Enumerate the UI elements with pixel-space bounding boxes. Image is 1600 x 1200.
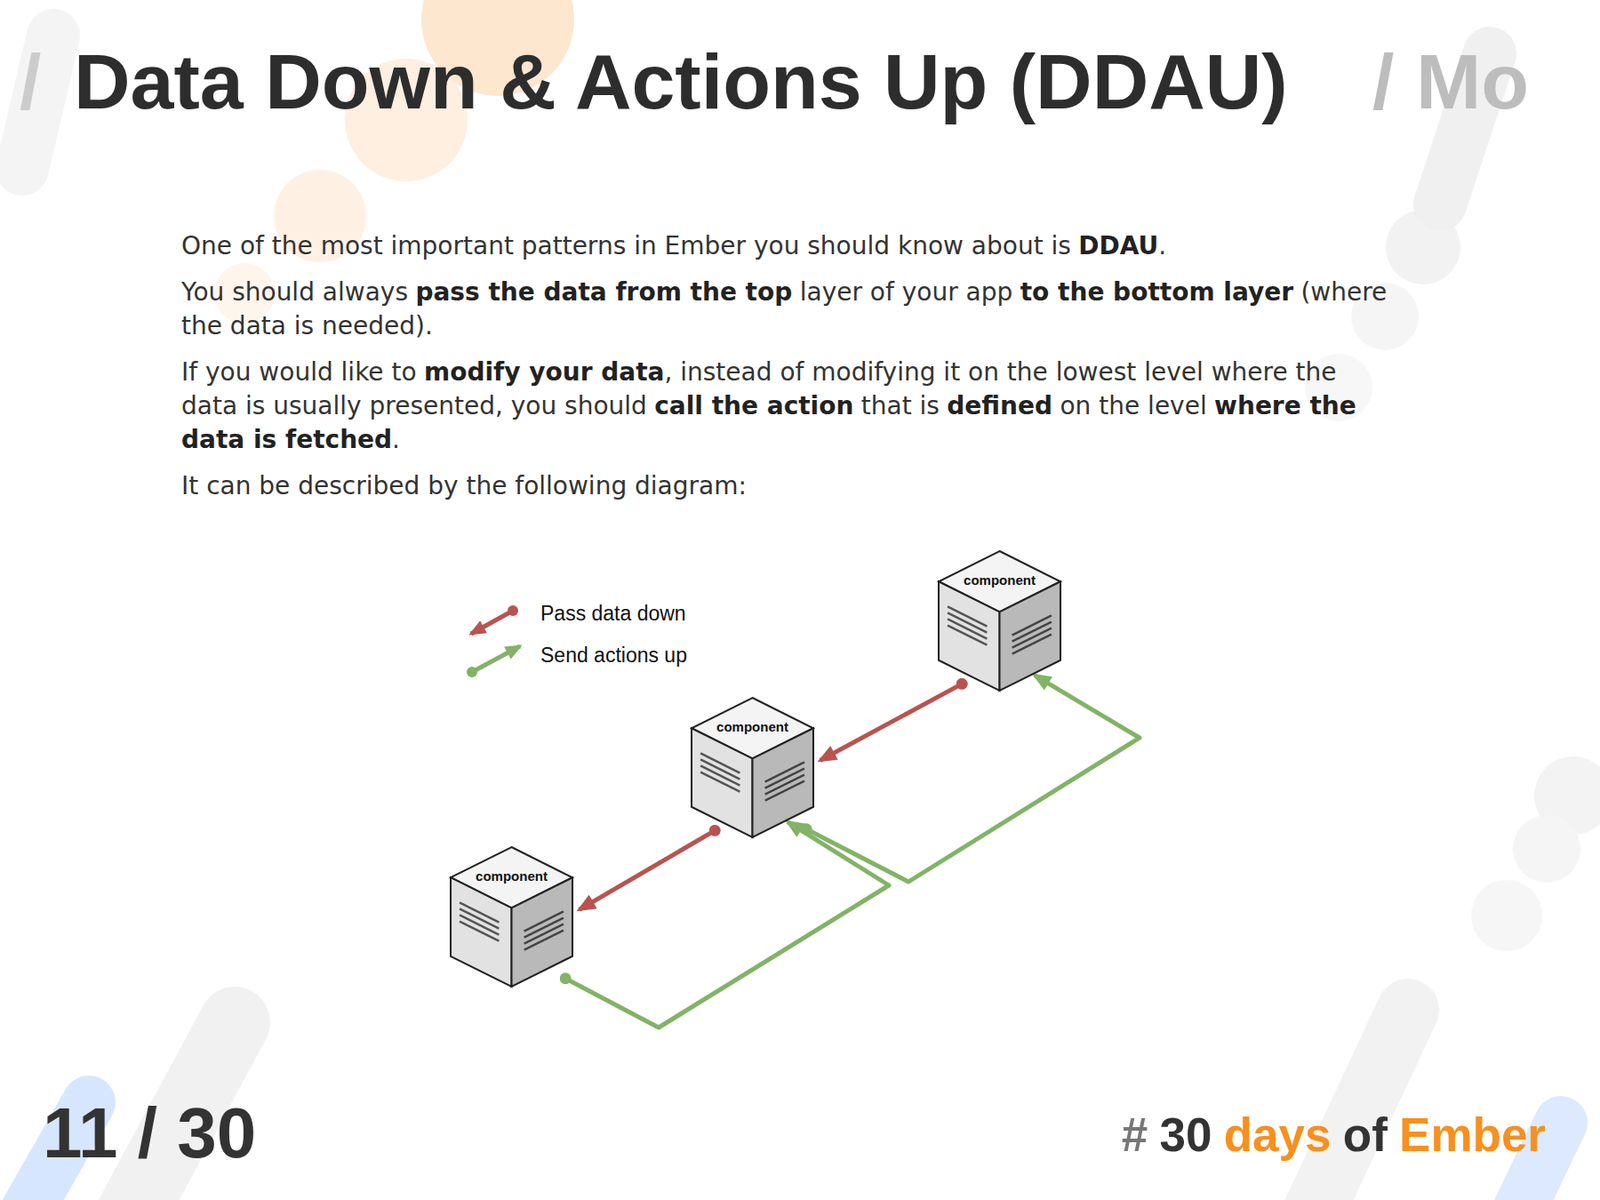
- cube-shape: [936, 549, 1063, 693]
- action-up-arrow: [806, 675, 1140, 882]
- series-word: #: [1121, 1108, 1148, 1161]
- paragraph: If you would like tomodify your data, in…: [181, 355, 1391, 457]
- data-down-swatch: [471, 610, 513, 634]
- data-down-arrow: [579, 830, 716, 910]
- legend-swatches: [471, 610, 520, 672]
- page-counter: 11 / 30: [42, 1088, 256, 1178]
- text-body: One of the most important patterns in Em…: [181, 229, 1391, 516]
- component-label: component: [689, 719, 816, 736]
- body-text: It can be described by the following dia…: [181, 471, 747, 501]
- series-word: days: [1224, 1108, 1332, 1161]
- body-text: .: [1158, 231, 1167, 261]
- component-cube: component: [689, 696, 816, 840]
- series-word: Ember: [1399, 1108, 1546, 1161]
- body-text: that is: [861, 391, 940, 421]
- emphasis-text: DDAU: [1078, 231, 1159, 261]
- paragraph: It can be described by the following dia…: [181, 469, 1391, 504]
- component-cube: component: [936, 549, 1063, 693]
- body-text: If you would like to: [181, 357, 417, 387]
- legend-entry: Pass data down: [540, 600, 687, 627]
- body-text: You should always: [181, 277, 408, 307]
- body-text: .: [392, 424, 400, 455]
- series-word: 30: [1160, 1108, 1213, 1161]
- emphasis-text: to the bottom layer: [1020, 277, 1294, 307]
- component-label: component: [448, 868, 575, 885]
- paragraph: You should alwayspass the data from the …: [181, 275, 1391, 344]
- body-text: One of the most important patterns in Em…: [181, 231, 1072, 261]
- cube-shape: [689, 696, 816, 840]
- legend-entry: Send actions up: [540, 641, 688, 669]
- emphasis-text: pass the data from the top: [415, 277, 792, 307]
- data-down-arrow: [820, 683, 963, 760]
- body-text: layer of your app: [800, 277, 1014, 307]
- emphasis-text: call the action: [654, 391, 854, 421]
- action-up-swatch: [472, 646, 520, 672]
- paragraph: One of the most important patterns in Em…: [181, 229, 1391, 264]
- next-slide-hint: / Mo: [1372, 37, 1529, 127]
- decor-shapes: [17, 0, 1600, 1200]
- component-cube: component: [448, 845, 575, 989]
- body-text: on the level: [1059, 391, 1207, 421]
- slide-title: Data Down & Actions Up (DDAU): [73, 37, 1288, 127]
- series-tag: #30daysofEmber: [1121, 1104, 1546, 1167]
- action-up-arrow: [565, 822, 889, 1028]
- breadcrumb-slash: /: [19, 37, 41, 127]
- component-label: component: [936, 572, 1063, 589]
- cube-shape: [448, 845, 575, 989]
- series-word: of: [1343, 1108, 1388, 1161]
- emphasis-text: defined: [946, 391, 1053, 421]
- emphasis-text: modify your data: [424, 357, 664, 387]
